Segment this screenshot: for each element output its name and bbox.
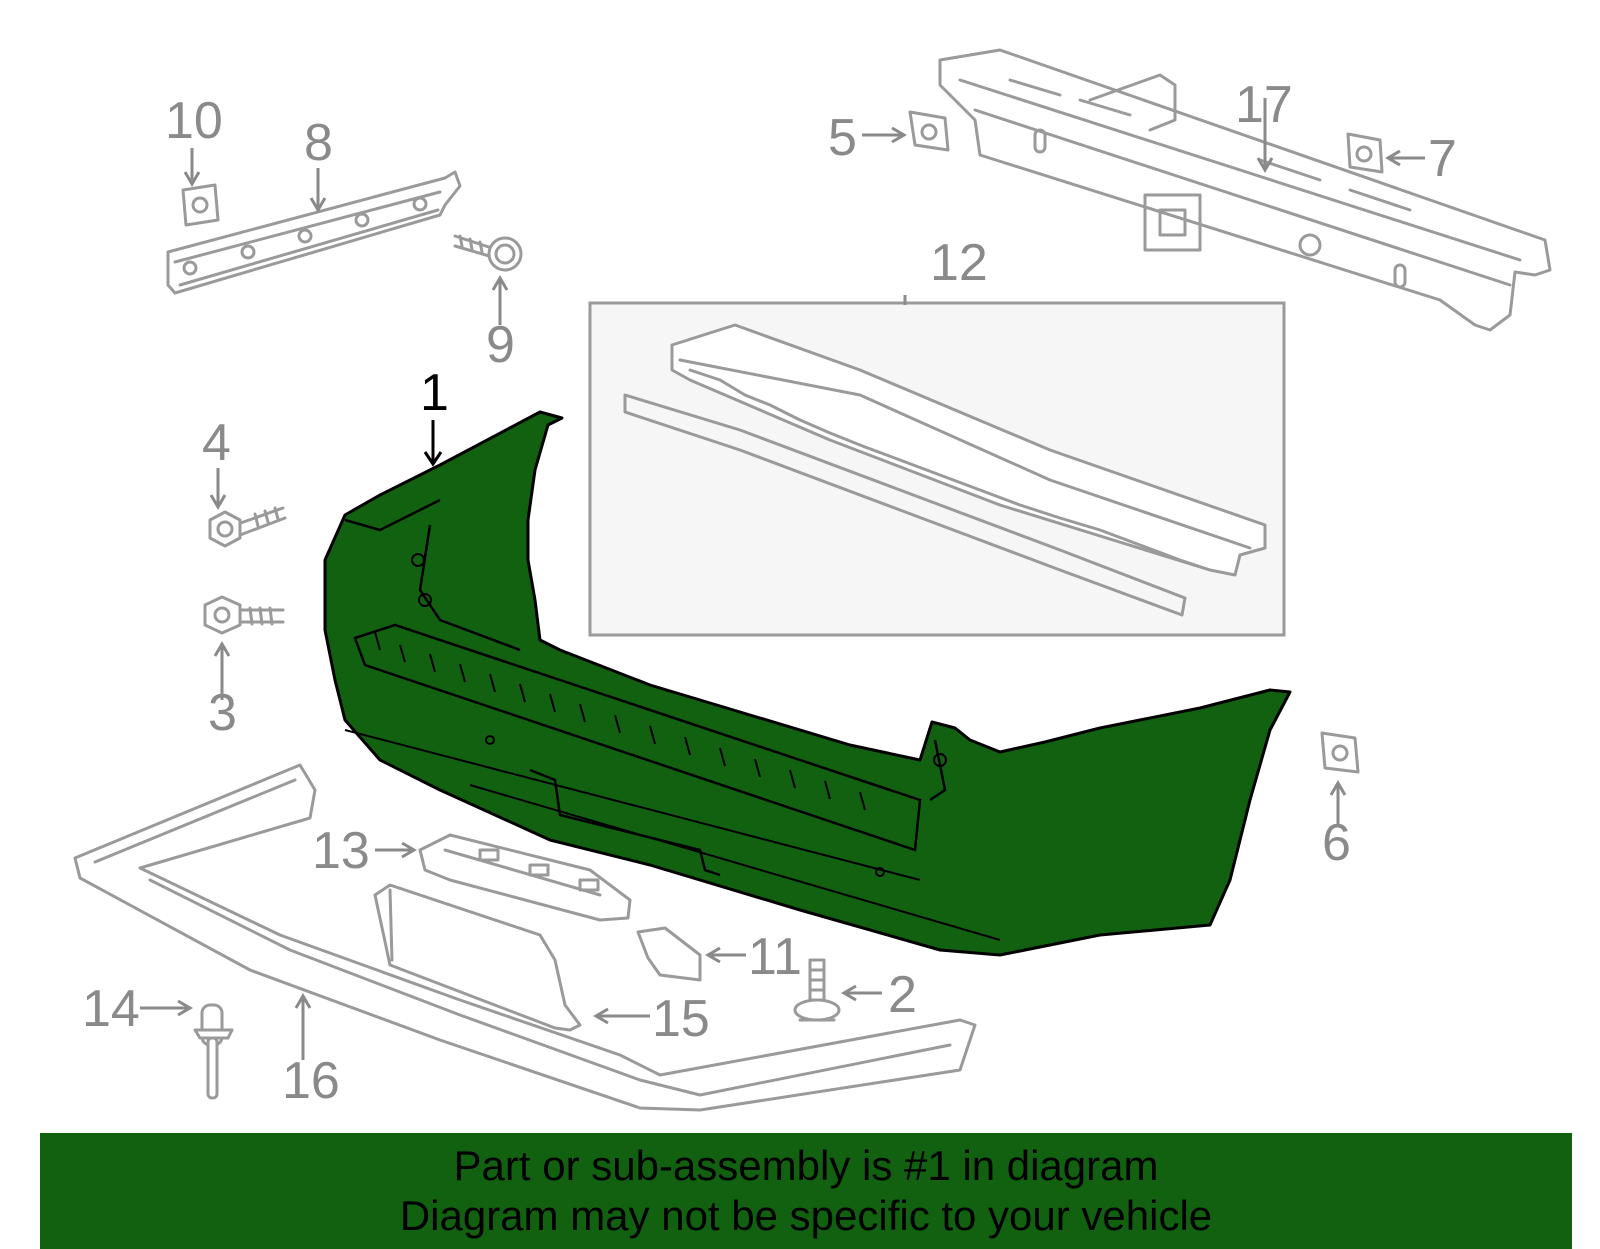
callout-8: 8 xyxy=(304,114,333,172)
footer-line-1: Part or sub-assembly is #1 in diagram xyxy=(453,1142,1159,1189)
part-10-clip[interactable] xyxy=(181,183,220,227)
part-14-rivet[interactable] xyxy=(193,1003,234,1100)
part-3-bolt[interactable] xyxy=(203,595,285,635)
part-7-clip[interactable] xyxy=(1346,132,1384,174)
callout-16: 16 xyxy=(282,1052,340,1110)
callout-10: 10 xyxy=(165,92,223,150)
part-16-lower-trim[interactable] xyxy=(73,763,977,1112)
part-2-pushpin[interactable] xyxy=(793,958,841,1022)
callout-1: 1 xyxy=(420,364,449,422)
callout-2: 2 xyxy=(888,966,917,1024)
part-9-bolt[interactable] xyxy=(453,234,523,272)
callout-17: 17 xyxy=(1235,76,1293,134)
part-15-pocket[interactable] xyxy=(373,883,582,1032)
callout-3: 3 xyxy=(208,684,237,742)
callout-4: 4 xyxy=(202,414,231,472)
callout-15: 15 xyxy=(652,990,710,1048)
part-5-clip[interactable] xyxy=(908,110,950,152)
callout-14: 14 xyxy=(82,980,140,1038)
callout-6: 6 xyxy=(1322,814,1351,872)
callout-11: 11 xyxy=(748,928,802,986)
part-1-bumper-cover[interactable] xyxy=(323,410,1292,957)
part-8-bracket[interactable] xyxy=(166,170,462,295)
callout-13: 13 xyxy=(312,822,370,880)
callout-5: 5 xyxy=(828,109,857,167)
part-17-reinforcement[interactable] xyxy=(938,48,1552,332)
part-6-clip[interactable] xyxy=(1320,731,1360,774)
callout-12: 12 xyxy=(930,234,988,292)
part-12-inset[interactable] xyxy=(588,301,1286,637)
leader-lines xyxy=(140,98,1425,1060)
part-13-bracket[interactable] xyxy=(418,833,632,922)
part-4-bolt[interactable] xyxy=(208,506,287,548)
part-11-bracket[interactable] xyxy=(636,926,702,982)
footer-line-2: Diagram may not be specific to your vehi… xyxy=(399,1192,1213,1239)
callout-9: 9 xyxy=(486,316,515,374)
footer-banner: Part or sub-assembly is #1 in diagram Di… xyxy=(40,1133,1572,1249)
callout-7: 7 xyxy=(1428,130,1457,188)
